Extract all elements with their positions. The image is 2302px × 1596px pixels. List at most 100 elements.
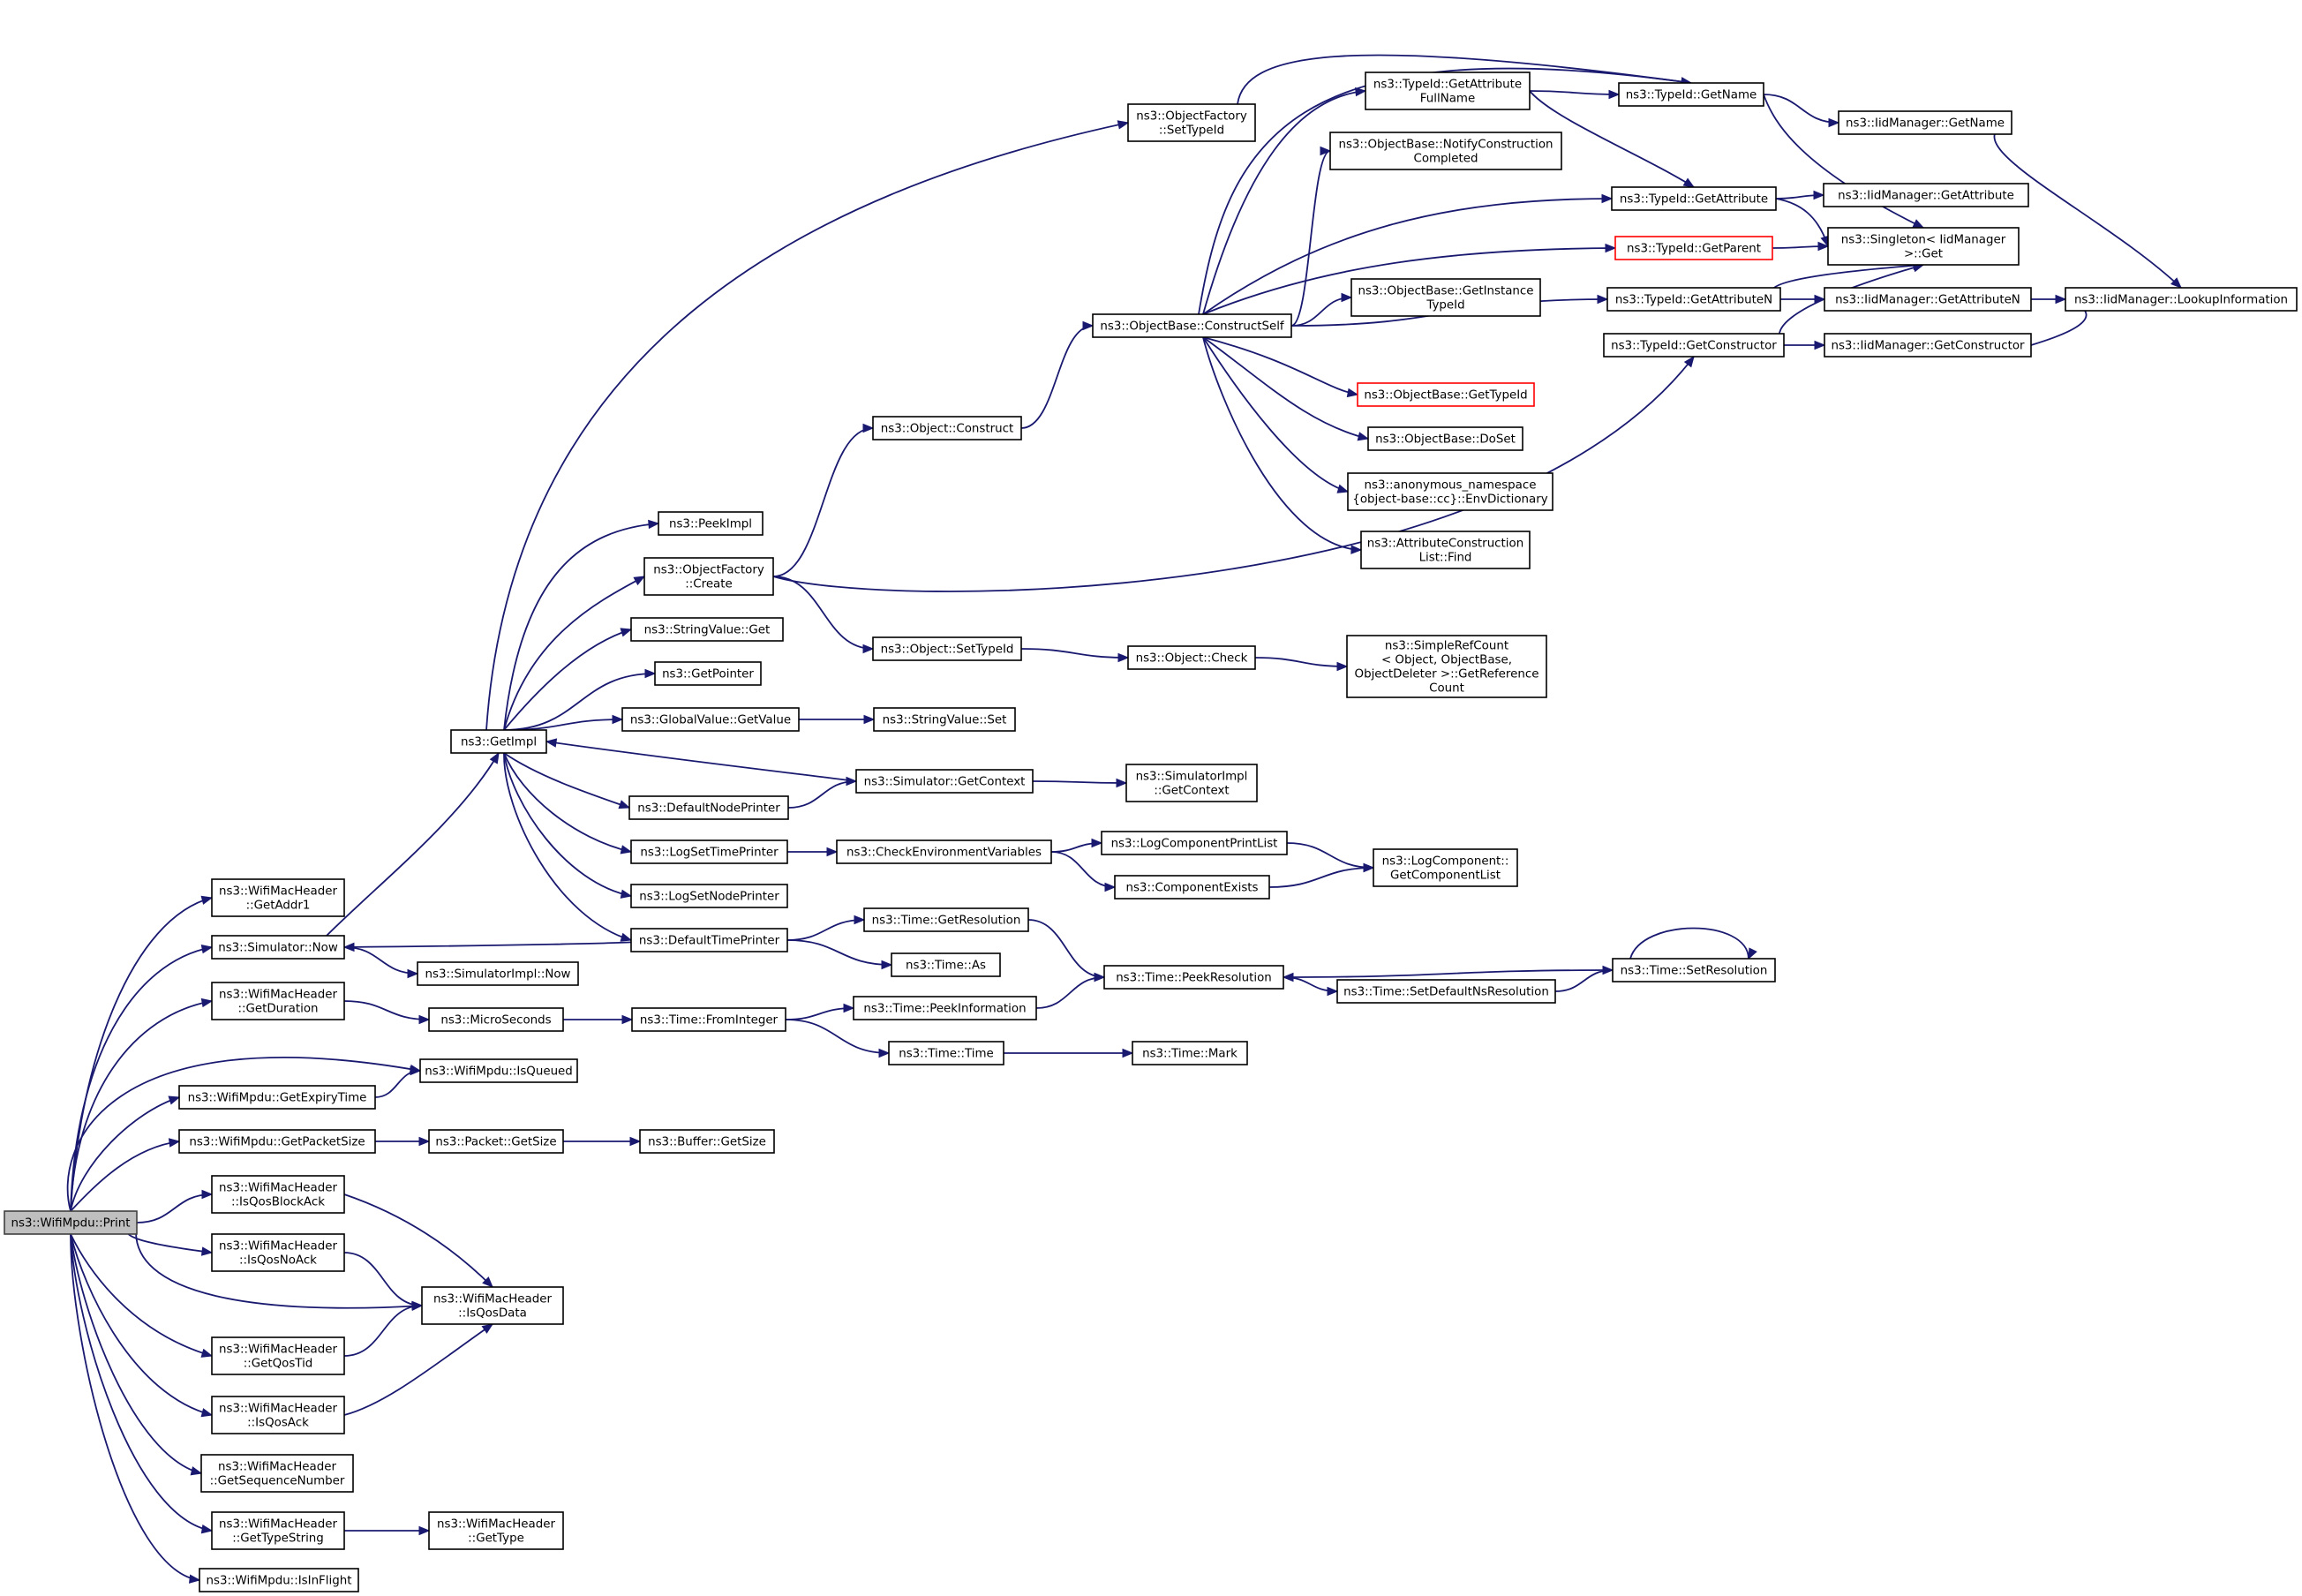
node-label: ::SetTypeId (1159, 124, 1224, 138)
function-node[interactable]: ns3::LogSetNodePrinter (630, 884, 788, 908)
function-node[interactable]: ns3::TypeId::GetName (1618, 82, 1764, 107)
function-node[interactable]: ns3::ObjectBase::GetTypeId (1357, 382, 1535, 407)
node-label: ::GetContext (1154, 785, 1229, 798)
edge-n29-to-n2-arrowhead (342, 942, 355, 952)
function-node[interactable]: ns3::Time::As (891, 952, 1001, 977)
node-label: ns3::Time::Mark (1142, 1048, 1238, 1061)
function-node[interactable]: ns3::SimulatorImpl::GetContext (1125, 764, 1258, 802)
edge-n30-to-n39 (785, 1007, 854, 1020)
edge-n35-to-n15-arrowhead (545, 738, 558, 748)
function-node[interactable]: ns3::ObjectBase::DoSet (1367, 426, 1523, 451)
function-node[interactable]: ns3::WifiMacHeader::IsQosBlockAck (211, 1175, 345, 1214)
node-box (1346, 635, 1547, 698)
function-node[interactable]: ns3::WifiMacHeader::IsQosData (421, 1286, 564, 1325)
function-node[interactable]: ns3::Simulator::GetContext (855, 769, 1034, 794)
node-box (1360, 531, 1531, 569)
function-node[interactable]: ns3::ObjectBase::ConstructSelf (1092, 313, 1292, 338)
function-node[interactable]: ns3::TypeId::GetConstructor (1603, 333, 1785, 358)
edge-n15-to-n24 (503, 673, 656, 731)
function-node[interactable]: ns3::TypeId::GetParent (1614, 236, 1773, 260)
function-node[interactable]: ns3::TypeId::GetAttributeN (1606, 287, 1781, 312)
node-label: ns3::TypeId::GetName (1626, 89, 1757, 102)
function-node[interactable]: ns3::WifiMpdu::GetPacketSize (178, 1129, 376, 1154)
function-node[interactable]: ns3::Singleton< IidManager>::Get (1827, 227, 2020, 266)
node-label: ns3::WifiMpdu::GetExpiryTime (188, 1092, 367, 1105)
function-node[interactable]: ns3::Time::GetResolution (863, 907, 1029, 932)
function-node[interactable]: ns3::Simulator::Now (211, 935, 345, 960)
function-node[interactable]: ns3::Time::PeekResolution (1103, 965, 1284, 990)
function-node[interactable]: ns3::WifiMacHeader::GetQosTid (211, 1336, 345, 1375)
function-node[interactable]: ns3::CheckEnvironmentVariables (836, 839, 1052, 864)
edge-n41-to-n60-arrowhead (1605, 243, 1617, 253)
function-node[interactable]: ns3::Object::SetTypeId (872, 636, 1022, 661)
edge-n62-to-n68-arrowhead (1814, 340, 1826, 350)
function-node[interactable]: ns3::PeekImpl (658, 511, 764, 536)
function-node[interactable]: ns3::IidManager::GetAttribute (1823, 183, 2029, 207)
function-node[interactable]: ns3::DefaultTimePrinter (630, 928, 788, 952)
function-node[interactable]: ns3::GetImpl (450, 729, 547, 754)
edge-n45-to-n56-arrowhead (1363, 862, 1375, 873)
function-node[interactable]: ns3::Object::Check (1127, 645, 1256, 670)
function-node[interactable]: ns3::StringValue::Get (630, 617, 784, 642)
root-function-node[interactable]: ns3::WifiMpdu::Print (4, 1210, 138, 1235)
function-node[interactable]: ns3::LogSetTimePrinter (630, 839, 788, 864)
function-node[interactable]: ns3::DefaultNodePrinter (628, 795, 789, 820)
function-node[interactable]: ns3::WifiMacHeader::GetTypeString (211, 1511, 345, 1550)
function-node[interactable]: ns3::LogComponentPrintList (1101, 831, 1288, 855)
function-node[interactable]: ns3::Time::Time (888, 1041, 1004, 1065)
edge-n41-to-n48 (1202, 90, 1366, 315)
node-label: ns3::PeekImpl (669, 518, 752, 531)
function-node[interactable]: ns3::WifiMpdu::IsInFlight (199, 1568, 359, 1592)
edge-n0-to-n12-arrowhead (190, 1466, 203, 1476)
function-node[interactable]: ns3::WifiMpdu::IsQueued (419, 1058, 578, 1083)
function-node[interactable]: ns3::WifiMacHeader::GetSequenceNumber (200, 1454, 354, 1493)
function-node[interactable]: ns3::Object::Construct (872, 416, 1022, 440)
function-node[interactable]: ns3::TypeId::GetAttribute (1611, 186, 1777, 211)
function-node[interactable]: ns3::SimpleRefCount< Object, ObjectBase,… (1346, 635, 1547, 698)
function-node[interactable]: ns3::Time::SetDefaultNsResolution (1336, 979, 1556, 1004)
function-node[interactable]: ns3::Time::SetResolution (1612, 958, 1776, 982)
node-label: GetComponentList (1390, 870, 1501, 883)
function-node[interactable]: ns3::Packet::GetSize (428, 1129, 564, 1154)
function-node[interactable]: ns3::Buffer::GetSize (639, 1129, 775, 1154)
function-node[interactable]: ns3::ObjectBase::NotifyConstructionCompl… (1329, 132, 1562, 170)
edge-n15-to-n27 (503, 752, 632, 853)
function-node[interactable]: ns3::WifiMpdu::GetExpiryTime (178, 1085, 376, 1110)
function-node[interactable]: ns3::StringValue::Set (873, 707, 1016, 732)
function-node[interactable]: ns3::ObjectFactory::SetTypeId (1127, 103, 1256, 142)
edge-n0-to-n10 (70, 1233, 213, 1357)
function-node[interactable]: ns3::anonymous_namespace{object-base::cc… (1347, 472, 1553, 511)
function-node[interactable]: ns3::GetPointer (654, 661, 762, 686)
edge-n0-to-n4 (66, 1057, 421, 1212)
function-node[interactable]: ns3::GlobalValue::GetValue (621, 707, 800, 732)
function-node[interactable]: ns3::WifiMacHeader::IsQosAck (211, 1396, 345, 1434)
function-node[interactable]: ns3::ObjectFactory::Create (643, 557, 774, 596)
function-node[interactable]: ns3::Time::Mark (1132, 1041, 1248, 1065)
function-node[interactable]: ns3::SimulatorImpl::Now (417, 961, 579, 986)
function-node[interactable]: ns3::IidManager::LookupInformation (2065, 287, 2298, 312)
function-node[interactable]: ns3::MicroSeconds (428, 1007, 564, 1032)
function-node[interactable]: ns3::WifiMacHeader::GetAddr1 (211, 878, 345, 917)
edge-n0-to-n5-arrowhead (168, 1095, 181, 1105)
node-box (1823, 183, 2029, 207)
function-node[interactable]: ns3::IidManager::GetConstructor (1824, 333, 2032, 358)
node-label: ObjectDeleter >::GetReference (1355, 668, 1539, 681)
edge-n39-to-n46 (1035, 976, 1105, 1009)
function-node[interactable]: ns3::IidManager::GetName (1838, 110, 2012, 135)
function-node[interactable]: ns3::WifiMacHeader::GetDuration (211, 982, 345, 1020)
function-node[interactable]: ns3::WifiMacHeader::GetType (428, 1511, 564, 1550)
function-node[interactable]: ns3::LogComponent::GetComponentList (1373, 848, 1518, 887)
node-box (2065, 287, 2298, 312)
edge-n0-to-n10-arrowhead (200, 1348, 214, 1358)
function-node[interactable]: ns3::Time::PeekInformation (853, 996, 1037, 1020)
edge-n15-to-n23 (503, 629, 632, 731)
function-node[interactable]: ns3::IidManager::GetAttributeN (1824, 287, 2032, 312)
edge-n8-to-n9 (343, 1252, 423, 1306)
function-node[interactable]: ns3::ComponentExists (1114, 875, 1270, 900)
function-node[interactable]: ns3::WifiMacHeader::IsQosNoAck (211, 1233, 345, 1272)
edge-n33-to-n42-arrowhead (1117, 652, 1130, 663)
function-node[interactable]: ns3::Time::FromInteger (631, 1007, 786, 1032)
